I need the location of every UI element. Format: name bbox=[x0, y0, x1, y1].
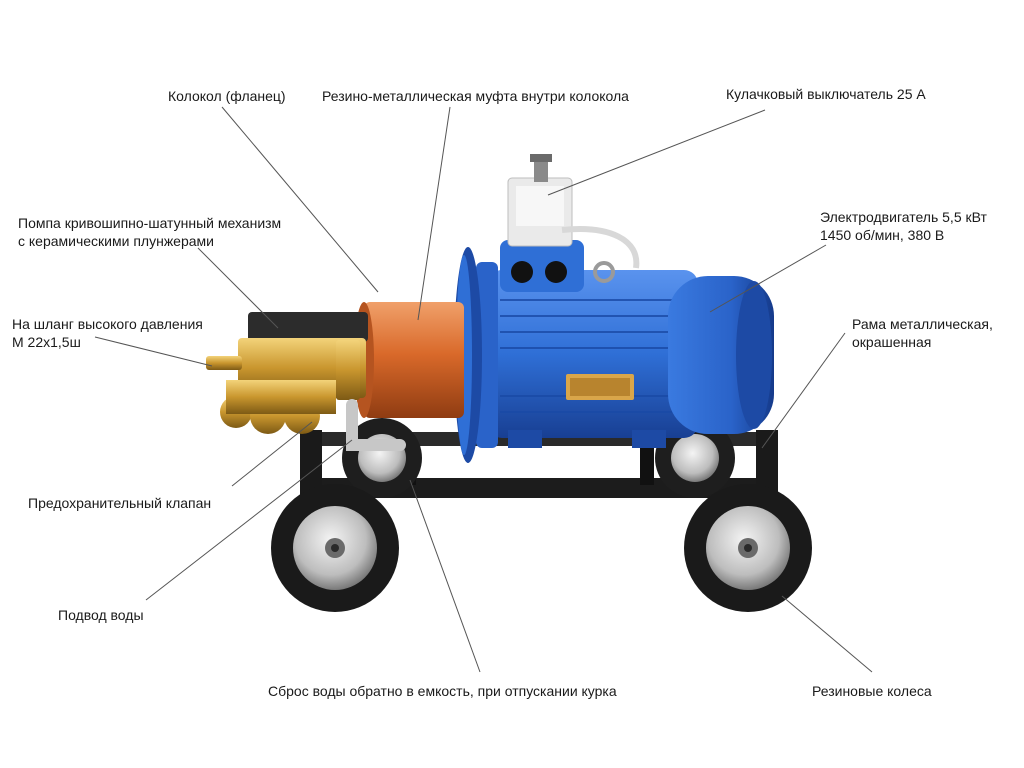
leader-water-inlet bbox=[145, 439, 353, 601]
water-inlet-pipe bbox=[346, 399, 406, 451]
label-motor: Электродвигатель 5,5 кВт 1450 об/мин, 38… bbox=[820, 209, 987, 243]
label-cam-switch: Кулачковый выключатель 25 А bbox=[726, 86, 926, 102]
label-coupling: Резино-металлическая муфта внутри колоко… bbox=[322, 88, 629, 104]
leader-hose bbox=[94, 336, 213, 367]
label-wheels: Резиновые колеса bbox=[812, 683, 932, 699]
leader-cam-switch bbox=[547, 109, 766, 196]
leader-return-water bbox=[409, 479, 481, 673]
front-wheels bbox=[271, 484, 812, 612]
leader-frame bbox=[761, 332, 846, 449]
leader-wheels bbox=[781, 595, 873, 673]
coupling-bell-housing bbox=[354, 302, 464, 418]
label-hose: На шланг высокого давления М 22х1,5ш bbox=[12, 316, 203, 350]
label-pump: Помпа кривошипно-шатунный механизм с кер… bbox=[18, 215, 282, 249]
cam-switch bbox=[507, 154, 640, 269]
label-bell: Колокол (фланец) bbox=[168, 88, 286, 104]
label-return-water: Сброс воды обратно в емкость, при отпуск… bbox=[268, 683, 617, 699]
leader-lines bbox=[94, 106, 873, 673]
plunger-pump bbox=[206, 312, 368, 434]
leader-motor bbox=[709, 244, 827, 313]
label-water-inlet: Подвод воды bbox=[58, 607, 144, 623]
leader-coupling bbox=[417, 106, 451, 321]
label-frame: Рама металлическая, окрашенная bbox=[852, 316, 993, 350]
electric-motor bbox=[476, 240, 774, 448]
leader-pump bbox=[197, 247, 279, 329]
leader-bell bbox=[221, 106, 379, 293]
label-relief-valve: Предохранительный клапан bbox=[28, 495, 212, 511]
leader-relief-valve bbox=[231, 421, 313, 487]
